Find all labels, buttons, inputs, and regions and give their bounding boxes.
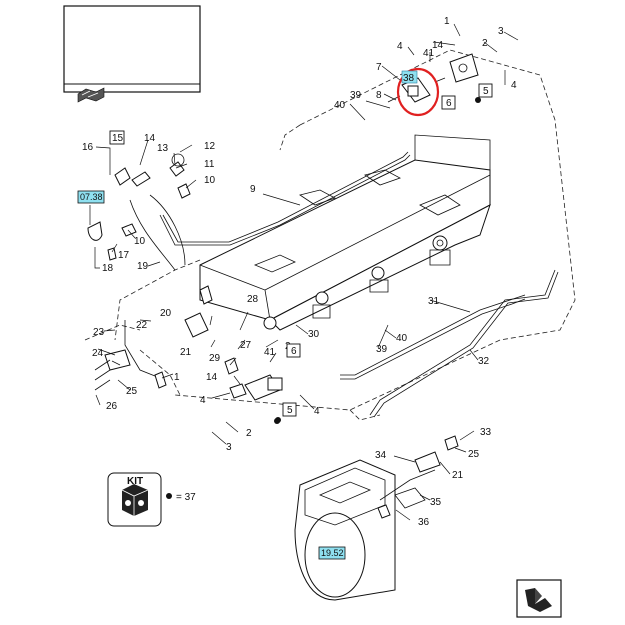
book-icon (77, 87, 105, 103)
callout-7: 7 (376, 62, 382, 73)
callout-34: 34 (375, 450, 387, 461)
callout-14b: 14 (144, 133, 156, 144)
callout-3b: 3 (226, 442, 232, 453)
valve-block-lower (224, 357, 283, 423)
callout-4: 4 (397, 41, 403, 52)
callout-3: 3 (498, 26, 504, 37)
callout-17: 17 (118, 250, 130, 261)
fitting-group-left (87, 153, 191, 261)
callout-41: 41 (423, 48, 435, 59)
callout-11: 11 (204, 159, 215, 170)
highlight-38-bg (401, 70, 418, 84)
callout-14: 14 (432, 40, 444, 51)
callout-2: 2 (482, 38, 488, 49)
boxed-6-mid: 6 (291, 346, 297, 357)
callout-2c: 2 (246, 428, 252, 439)
callout-40: 40 (334, 100, 346, 111)
valve-block-left (94, 285, 213, 391)
callout-1: 1 (444, 16, 450, 27)
kit-equals: = 37 (176, 492, 196, 503)
callout-14c: 14 (206, 372, 218, 383)
boxed-callouts: 15 5 6 6 5 (109, 83, 493, 417)
cross-ref-top-label: 07.38 (80, 192, 103, 202)
callout-20: 20 (160, 308, 172, 319)
callout-25b: 25 (468, 449, 480, 460)
kit-label: KIT (127, 476, 143, 487)
callout-36: 36 (418, 517, 430, 528)
callout-9: 9 (250, 184, 256, 195)
callout-10b: 10 (134, 236, 146, 247)
callout-31: 31 (428, 296, 440, 307)
callout-10: 10 (204, 175, 216, 186)
boxed-5-top: 5 (483, 86, 489, 97)
boxed-6-top: 6 (446, 98, 452, 109)
callout-27: 27 (240, 340, 252, 351)
callout-33: 33 (480, 427, 492, 438)
cross-ref-bottom-label: 19.52 (321, 548, 344, 558)
callout-4c: 4 (200, 395, 206, 406)
callout-18: 18 (102, 263, 114, 274)
callout-1b: 1 (174, 372, 180, 383)
callout-41b: 41 (264, 347, 276, 358)
cross-ref-top[interactable]: 07.38 (77, 190, 105, 204)
auger-frame (199, 134, 491, 331)
callout-38[interactable]: 38 (403, 73, 415, 84)
tube-9 (159, 151, 411, 246)
callout-16: 16 (82, 142, 94, 153)
callout-13: 13 (157, 143, 169, 154)
tube-32 (369, 269, 559, 418)
callout-25: 25 (126, 386, 138, 397)
callout-23: 23 (93, 327, 105, 338)
valve-block-top (387, 53, 481, 103)
callout-12: 12 (204, 141, 216, 152)
leader-lines (89, 23, 519, 521)
nav-arrow-icon[interactable] (516, 579, 562, 618)
boxed-5-mid: 5 (287, 405, 293, 416)
kit-legend: KIT = 37 (107, 472, 196, 527)
callout-39: 39 (350, 90, 362, 101)
callout-30: 30 (308, 329, 320, 340)
callout-4b: 4 (511, 80, 517, 91)
highlight-circle (396, 67, 440, 117)
nut-marker (274, 418, 280, 424)
callout-21b: 21 (452, 470, 464, 481)
callout-21: 21 (180, 347, 192, 358)
callout-labels: 1 2 3 4 14 41 7 4 8 39 40 14 16 13 12 11… (82, 16, 517, 528)
cross-ref-bottom[interactable]: 19.52 (318, 546, 346, 560)
callout-24: 24 (92, 348, 104, 359)
callout-19: 19 (137, 261, 149, 272)
kit-icon (121, 484, 149, 516)
boxed-15: 15 (112, 133, 124, 144)
tube-31 (340, 294, 526, 380)
hose-19 (129, 194, 186, 271)
callout-4d: 4 (314, 406, 320, 417)
callout-28: 28 (247, 294, 259, 305)
callout-35: 35 (430, 497, 442, 508)
callout-29: 29 (209, 353, 221, 364)
callout-22: 22 (136, 320, 148, 331)
callout-39b: 39 (376, 344, 388, 355)
callout-32: 32 (478, 356, 490, 367)
callout-40b: 40 (396, 333, 408, 344)
callout-26: 26 (106, 401, 118, 412)
callout-8: 8 (376, 90, 382, 101)
title-block (63, 5, 201, 103)
